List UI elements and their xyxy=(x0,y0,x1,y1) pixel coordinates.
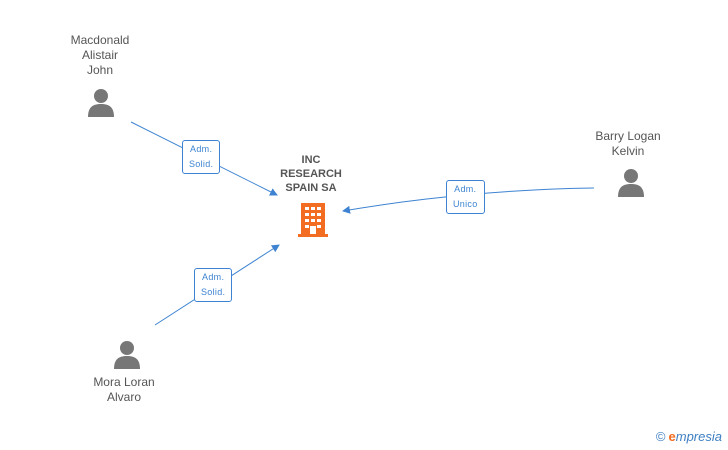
person-icon[interactable] xyxy=(617,168,645,198)
role-line: Solid. xyxy=(201,287,226,297)
role-line: Adm. xyxy=(190,144,213,154)
building-icon[interactable] xyxy=(298,203,328,237)
person-name-line: Kelvin xyxy=(611,144,645,158)
person-icon[interactable] xyxy=(87,88,115,118)
person-name-line: John xyxy=(86,63,114,77)
role-line: Adm. xyxy=(454,184,477,194)
role-label-barry[interactable]: Adm. Unico xyxy=(446,180,485,214)
person-name-mora[interactable]: Mora Loran Alvaro xyxy=(64,375,184,405)
role-line: Adm. xyxy=(202,272,225,282)
person-name-barry[interactable]: Barry Logan Kelvin xyxy=(568,129,688,159)
person-icon[interactable] xyxy=(113,340,141,370)
role-label-macdonald[interactable]: Adm. Solid. xyxy=(182,140,221,174)
company-name-line: INC xyxy=(301,154,321,166)
company-name[interactable]: INC RESEARCH SPAIN SA xyxy=(251,153,371,195)
empresia-watermark: ©empresia xyxy=(656,429,722,444)
brand-logo-initial: e xyxy=(668,429,676,444)
person-name-line: Barry Logan xyxy=(595,129,661,143)
role-line: Solid. xyxy=(189,159,214,169)
role-label-mora[interactable]: Adm. Solid. xyxy=(194,268,233,302)
person-name-line: Alvaro xyxy=(106,390,141,404)
copyright-symbol: © xyxy=(655,429,666,444)
role-line: Unico xyxy=(453,199,478,209)
company-name-line: SPAIN SA xyxy=(285,182,337,194)
person-name-line: Alistair xyxy=(81,48,118,62)
person-name-line: Macdonald xyxy=(70,33,130,47)
brand-logo-text: mpresia xyxy=(675,429,722,444)
person-name-macdonald[interactable]: Macdonald Alistair John xyxy=(40,33,160,78)
company-name-line: RESEARCH xyxy=(280,168,342,180)
person-name-line: Mora Loran xyxy=(93,375,155,389)
